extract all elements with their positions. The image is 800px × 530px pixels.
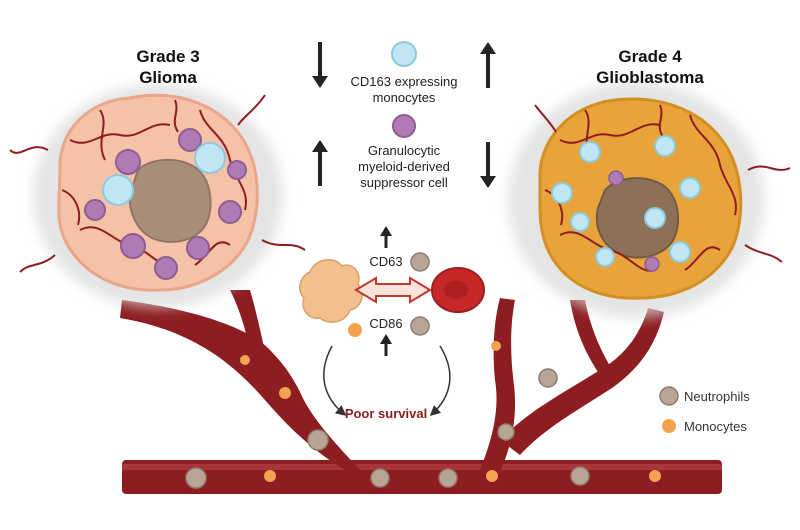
main-vessel-highlight xyxy=(122,464,722,470)
monocyte-cell xyxy=(279,387,291,399)
neutrophil-cell xyxy=(538,368,558,388)
monocyte-cell xyxy=(491,341,501,351)
glioblastoma-tumor xyxy=(508,82,791,318)
red-blood-cell-center xyxy=(444,281,468,299)
glioma-cd163-cells xyxy=(102,142,226,206)
up-arrow-icon xyxy=(480,42,496,88)
glioma-nucleus xyxy=(128,158,212,243)
neutrophil-cell xyxy=(185,467,207,489)
neutrophil-cell xyxy=(307,429,329,451)
cd163-monocyte-icon xyxy=(391,41,417,67)
grade4-title-line1: Grade 4 xyxy=(618,47,682,66)
legend-neutrophil-swatch xyxy=(659,386,679,406)
gmdsc-label-line1: Granulocytic xyxy=(368,143,441,158)
legend-neutrophils-label: Neutrophils xyxy=(684,389,750,404)
glioblastoma-nucleus xyxy=(595,177,680,259)
neutrophil-cell xyxy=(570,466,590,486)
grade3-title-line1: Grade 3 xyxy=(136,47,199,66)
legend-monocyte-swatch xyxy=(662,419,676,433)
glioma-gmdsc-cells xyxy=(84,128,247,280)
poor-survival-label: Poor survival xyxy=(345,406,427,421)
cd163-monocyte-cell xyxy=(654,135,676,157)
curved-arrow-icon xyxy=(323,345,347,416)
left-vessel-branch xyxy=(120,300,360,470)
gmdsc-cell xyxy=(178,128,202,152)
gmdsc-label-line2: myeloid-derived xyxy=(358,159,450,174)
glioma-vessels xyxy=(9,94,306,273)
gmdsc-label-line3: suppressor cell xyxy=(360,175,448,190)
cd163-monocyte-cell xyxy=(669,241,691,263)
right-vessel-branch-upper xyxy=(570,300,610,372)
left-vessel-branch-upper xyxy=(230,290,270,380)
gmdsc-cell xyxy=(644,256,660,272)
monocyte-cell xyxy=(264,470,276,482)
right-vessel-branch-lower xyxy=(500,308,664,455)
gmdsc-icon xyxy=(392,114,416,138)
neutrophil-cell xyxy=(370,468,390,488)
gmdsc-cell xyxy=(154,256,178,280)
up-arrow-icon xyxy=(380,226,392,248)
monocyte-cell xyxy=(486,470,498,482)
gmdsc-cell xyxy=(218,200,242,224)
cd163-label-line2: monocytes xyxy=(373,90,436,105)
cd163-monocyte-cell xyxy=(579,141,601,163)
glioblastoma-gmdsc-cells xyxy=(608,170,660,272)
cd163-monocyte-cell xyxy=(551,182,573,204)
monocyte-icon xyxy=(348,323,362,337)
legend-monocytes-label: Monocytes xyxy=(684,419,747,434)
up-arrow-icon xyxy=(312,140,328,186)
cd163-label-line1: CD163 expressing xyxy=(351,74,458,89)
neutrophil-icon xyxy=(410,252,430,272)
tumor-cell-cluster xyxy=(299,259,363,323)
glioblastoma-cd163-cells xyxy=(551,135,701,267)
monocyte-cell xyxy=(649,470,661,482)
down-arrow-icon xyxy=(480,142,496,188)
gmdsc-cell xyxy=(84,199,106,221)
gmdsc-cell xyxy=(120,233,146,259)
neutrophil-cell xyxy=(438,468,458,488)
cd163-monocyte-cell xyxy=(194,142,226,174)
gmdsc-cell xyxy=(186,236,210,260)
gmdsc-cell xyxy=(115,149,141,175)
glioma-tumor xyxy=(9,84,306,308)
cd163-monocyte-cell xyxy=(595,247,615,267)
cd86-label: CD86 xyxy=(369,316,402,331)
cd63-label: CD63 xyxy=(369,254,402,269)
gmdsc-cell xyxy=(608,170,624,186)
down-arrow-icon xyxy=(312,42,328,88)
cd163-monocyte-cell xyxy=(102,174,134,206)
up-arrow-icon xyxy=(380,334,392,356)
vessel-cells xyxy=(185,341,661,489)
neutrophil-icon xyxy=(410,316,430,336)
legend: Neutrophils Monocytes xyxy=(659,386,750,434)
cd163-monocyte-cell xyxy=(644,207,666,229)
grade4-title-line2: Glioblastoma xyxy=(596,68,704,87)
gmdsc-cell xyxy=(227,160,247,180)
neutrophil-cell xyxy=(497,423,515,441)
monocyte-cell xyxy=(240,355,250,365)
cd163-monocyte-cell xyxy=(679,177,701,199)
curved-arrow-icon xyxy=(429,345,451,417)
cd163-monocyte-cell xyxy=(570,212,590,232)
grade3-title-line2: Glioma xyxy=(139,68,197,87)
double-arrow-icon xyxy=(354,276,432,304)
vessel-network xyxy=(120,290,722,494)
